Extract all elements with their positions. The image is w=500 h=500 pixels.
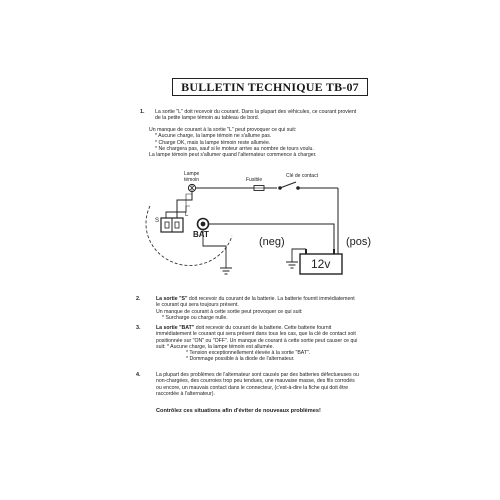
section-1-effect-line: La lampe témoin peut s'allumer quand l'a…: [149, 152, 317, 159]
section-3-line: immédiatement le courant qui sera présen…: [156, 331, 356, 338]
bat-terminal-label: BAT: [193, 230, 209, 239]
section-1-effect-line: * Ne chargera pas, sauf si le moteur arr…: [155, 145, 314, 152]
ground-wire: [202, 230, 227, 268]
battery-voltage-label: 12v: [311, 257, 331, 271]
section-3-line: * Tension exceptionnellement élevée à la…: [186, 350, 311, 357]
section-2-line: Un manque de courant à cette sortie peut…: [156, 308, 303, 315]
section-2-line: doit recevoir du courant de la batterie.…: [187, 296, 355, 302]
battery-symbol: [299, 249, 343, 275]
section-2-lead: La sortie "S": [156, 296, 188, 302]
ignition-key-symbol: [278, 181, 300, 190]
section-3-text: La sortie "BAT" doit recevoir du courant…: [156, 325, 357, 363]
fuse-label: Fusible: [246, 177, 263, 183]
section-1-effect-line: * Charge OK, mais la lampe témoin reste …: [155, 139, 271, 146]
section-4-line: non-chargées, des courroies trop peu ten…: [156, 378, 355, 385]
section-4-text: La plupart des problèmes de l'alternateu…: [156, 372, 359, 397]
section-3-line: * Dommage possible à la diode de l'alter…: [186, 356, 295, 363]
alternator-outline: [145, 205, 233, 266]
conclusion-text: Contrôlez ces situations afin d'éviter d…: [156, 408, 321, 414]
fuse-symbol: [253, 185, 265, 191]
section-2-text: La sortie "S" doit recevoir du courant d…: [156, 296, 355, 321]
section-4-line: La plupart des problèmes de l'alternateu…: [156, 372, 359, 378]
lamp-label-line-1: Lampe: [184, 171, 200, 177]
bulletin-title: BULLETIN TECHNIQUE TB-07: [172, 78, 368, 96]
section-1-number: 1.: [140, 109, 145, 115]
positive-label: (pos): [346, 236, 372, 248]
section-1-line: La sortie "L" doit recevoir du courant. …: [155, 109, 357, 115]
section-1-line: de la petite lampe témoin au tableau de …: [155, 115, 260, 122]
section-4-line: ou encore, un mauvais contact dans le co…: [156, 384, 349, 391]
section-1-effect-line: * Aucune charge, la lampe témoin ne s'al…: [155, 133, 272, 140]
section-2-line: * Surcharge ou charge nulle.: [162, 314, 228, 321]
ignition-key-label: Clé de contact: [286, 173, 318, 179]
section-3-line: suit: * Aucune charge, la lampe témoin e…: [156, 343, 274, 350]
ignition-bus-wire: [185, 184, 193, 207]
section-4-number: 4.: [136, 372, 141, 378]
s-wire: [165, 206, 187, 218]
section-3-lead: La sortie "BAT": [156, 325, 195, 331]
bat-wire: [208, 223, 335, 254]
section-1-effects: Un manque de courant à la sortie "L" peu…: [149, 127, 317, 158]
section-1-effect-line: Un manque de courant à la sortie "L" peu…: [149, 127, 297, 133]
section-4-line: raccordée à l'alternateur).: [156, 390, 215, 397]
section-1-text: La sortie "L" doit recevoir du courant. …: [155, 109, 356, 122]
lamp-label-line-2: témoin: [184, 176, 200, 183]
lamp-label: Lampe témoin: [184, 171, 200, 183]
battery-ground-wire: [291, 248, 306, 262]
battery-ground-symbol: [286, 261, 298, 269]
section-2-line: le courant qui sera toujours présent.: [156, 302, 239, 309]
l-terminal-label: L: [185, 212, 189, 218]
section-3-line: positionnée sur "ON" ou "OFF". Un manque…: [156, 337, 358, 344]
negative-label: (neg): [259, 236, 285, 248]
section-2-number: 2.: [136, 296, 141, 302]
section-3-line: doit recevoir du courant de la batterie.…: [194, 325, 332, 331]
alternator-ground-symbol: [220, 267, 232, 275]
section-3-number: 3.: [136, 325, 141, 331]
s-terminal-label: S: [155, 218, 160, 224]
l-wire: [176, 192, 193, 218]
